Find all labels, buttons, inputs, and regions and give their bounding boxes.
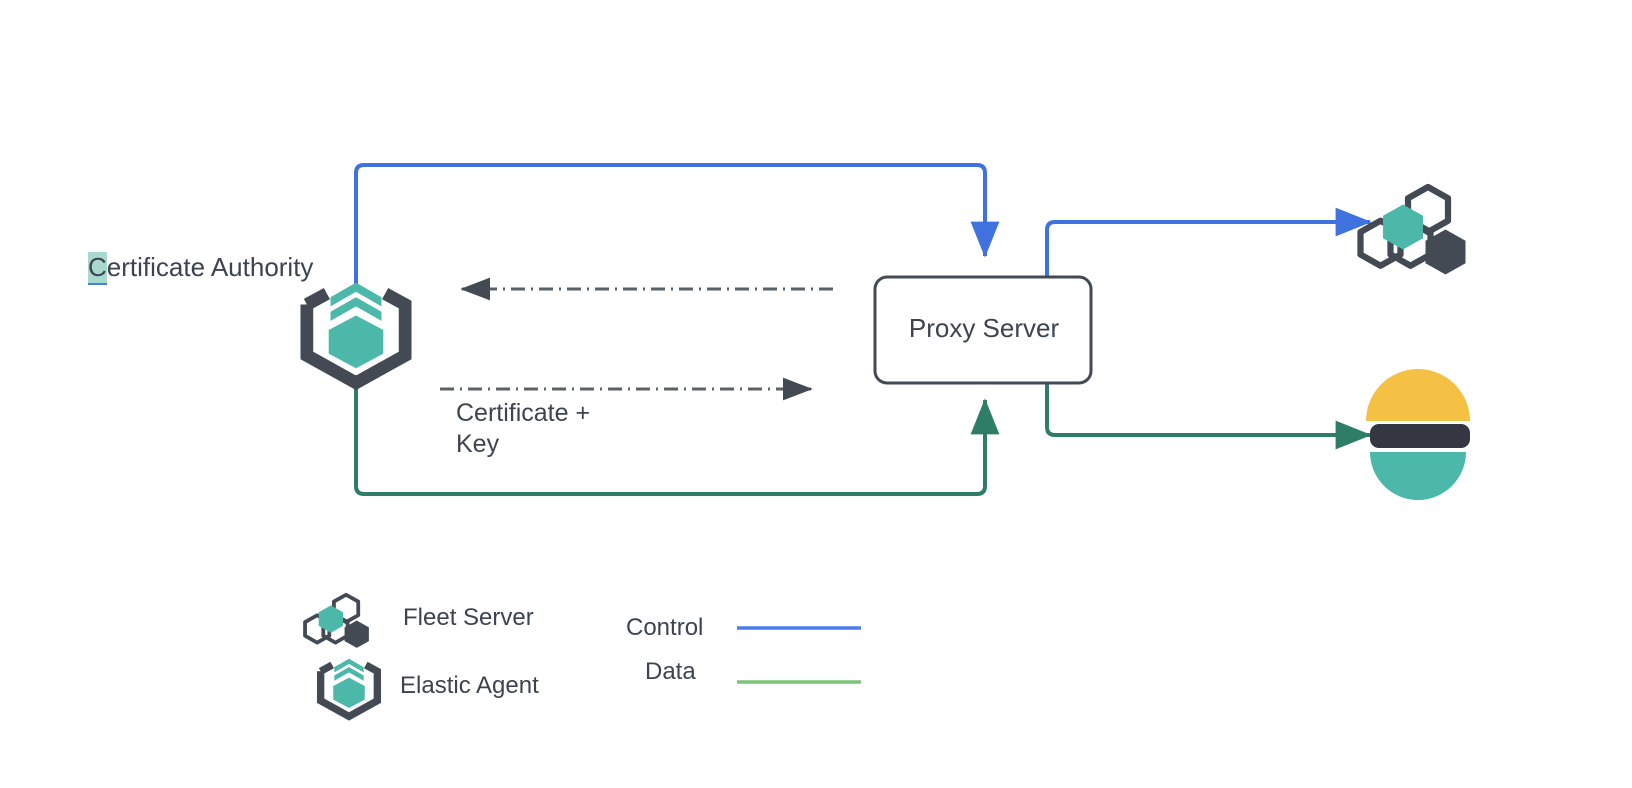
certificate-authority-label-highlight: C bbox=[88, 252, 107, 285]
node-proxy-server[interactable] bbox=[873, 275, 1093, 385]
certificate-authority-label: Certificate Authority bbox=[88, 252, 314, 285]
edge-data-proxy-to-elasticsearch bbox=[1045, 383, 1372, 450]
certificate-key-label-line2: Key bbox=[456, 429, 500, 458]
certificate-authority-label-rest: ertificate Authority bbox=[106, 252, 314, 282]
legend-item-label-elastic-agent: Elastic Agent bbox=[400, 672, 539, 699]
legend-line-label-data: Data bbox=[645, 658, 696, 685]
legend-fleet-server-icon bbox=[303, 592, 369, 648]
edge-control-agent-to-proxy bbox=[354, 163, 1000, 285]
elasticsearch-icon bbox=[1366, 369, 1470, 500]
legend-line-label-control: Control bbox=[626, 614, 704, 641]
fleet-server-icon bbox=[1357, 183, 1466, 275]
certificate-key-label-line1: Certificate + bbox=[456, 399, 591, 427]
edge-data-agent-to-proxy bbox=[354, 375, 1000, 496]
proxy-server-label: Proxy Server bbox=[908, 313, 1060, 343]
legend-elastic-agent-icon bbox=[316, 658, 382, 721]
certificate-key-label: Certificate +Key bbox=[456, 398, 590, 459]
elastic-agent-icon bbox=[300, 282, 412, 391]
edge-control-proxy-to-fleet bbox=[1045, 207, 1372, 277]
legend-item-label-fleet-server: Fleet Server bbox=[403, 604, 534, 631]
